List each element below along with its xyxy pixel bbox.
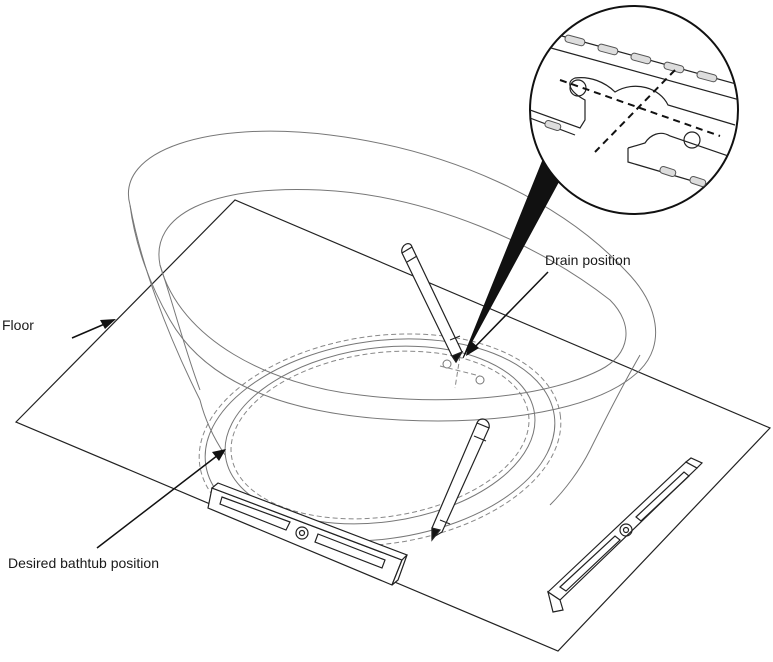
drain-position-arrow bbox=[466, 271, 549, 356]
bathtub bbox=[127, 130, 657, 547]
floor-label: Floor bbox=[2, 317, 34, 333]
pencil-upper bbox=[401, 243, 464, 364]
floor-arrow bbox=[71, 319, 116, 339]
drain-hole-left bbox=[442, 359, 452, 369]
bathtub-rim-inner bbox=[158, 188, 627, 401]
bathtub-position-arrow bbox=[96, 449, 226, 549]
spirit-level-right bbox=[547, 457, 704, 613]
drain-marks bbox=[439, 355, 485, 389]
drain-detail-magnifier bbox=[529, 5, 739, 215]
bathtub-rim-outer bbox=[127, 130, 657, 422]
bathtub-base-outer-dashed bbox=[198, 333, 562, 547]
drain-cross bbox=[439, 355, 481, 389]
spirit-level-left bbox=[207, 482, 409, 586]
desired-bathtub-position-label: Desired bathtub position bbox=[8, 555, 159, 571]
pencil-lower bbox=[431, 418, 490, 542]
drain-position-label: Drain position bbox=[545, 252, 631, 268]
bathtub-left-wall bbox=[129, 204, 226, 456]
